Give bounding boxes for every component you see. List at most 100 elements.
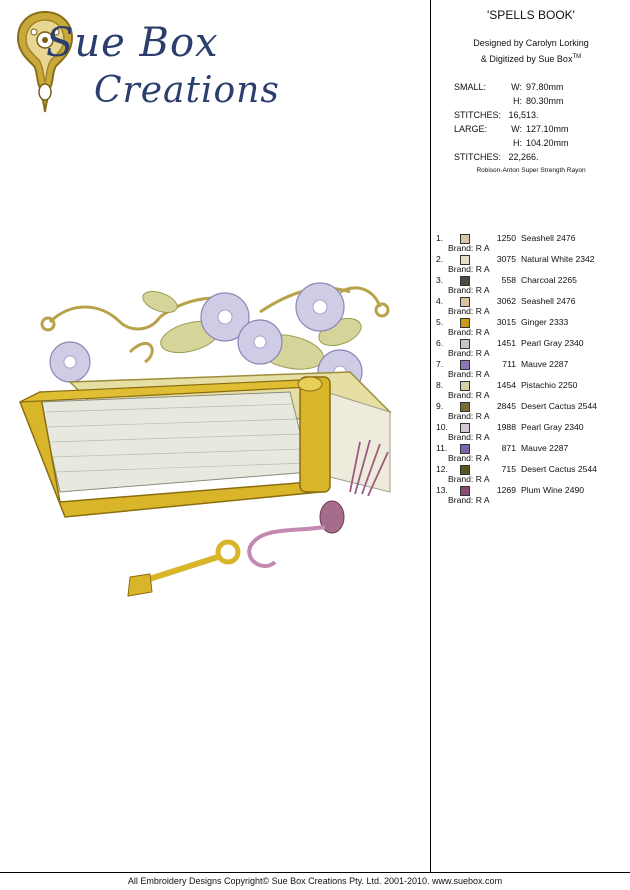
color-code: 711 <box>502 359 516 369</box>
color-number: 8. <box>436 380 444 390</box>
color-name: Pearl Gray 2340 <box>521 338 584 348</box>
brand-logo: Sue Box Creations <box>10 8 279 118</box>
color-brand: Brand: R A <box>448 306 490 316</box>
thread-brand: Robison-Anton Super Strength Rayon <box>476 167 586 174</box>
color-code: 3062 <box>496 296 516 306</box>
color-swatch <box>460 318 470 328</box>
color-swatch <box>460 276 470 286</box>
small-stitches-value: 16,513. <box>508 110 539 120</box>
large-h-label: H: <box>513 138 522 148</box>
color-number: 1. <box>436 233 444 243</box>
small-h-label: H: <box>513 96 522 106</box>
color-name: Pistachio 2250 <box>521 380 578 390</box>
color-swatch <box>460 234 470 244</box>
color-code: 1269 <box>496 485 516 495</box>
color-brand: Brand: R A <box>448 495 490 505</box>
copyright-footer: All Embroidery Designs Copyright© Sue Bo… <box>127 876 503 886</box>
color-code: 2845 <box>496 401 516 411</box>
color-swatch <box>460 444 470 454</box>
color-swatch <box>460 339 470 349</box>
color-name: Seashell 2476 <box>521 233 576 243</box>
color-number: 5. <box>436 317 444 327</box>
color-swatch <box>460 297 470 307</box>
color-code: 1451 <box>496 338 516 348</box>
color-brand: Brand: R A <box>448 243 490 253</box>
color-code: 1454 <box>496 380 516 390</box>
color-name: Desert Cactus 2544 <box>521 464 597 474</box>
digitizer-credit: & Digitized by Sue BoxTM <box>432 50 630 66</box>
small-height-value: 80.30mm <box>526 96 564 106</box>
divider-vertical <box>430 0 431 872</box>
color-number: 13. <box>436 485 448 495</box>
color-name: Seashell 2476 <box>521 296 576 306</box>
large-height-value: 104.20mm <box>526 138 569 148</box>
trademark-mark: TM <box>572 54 582 60</box>
color-name: Charcoal 2265 <box>521 275 577 285</box>
color-code: 558 <box>501 275 516 285</box>
color-code: 3015 <box>496 317 516 327</box>
large-w-label: W: <box>511 124 522 134</box>
color-brand: Brand: R A <box>448 348 490 358</box>
large-stitches-value: 22,266. <box>508 152 539 162</box>
color-swatch <box>460 402 470 412</box>
small-width-value: 97.80mm <box>526 82 564 92</box>
large-width-row: LARGE: W: 127.10mm <box>454 122 569 136</box>
small-stitches-row: STITCHES: 16,513. <box>454 108 569 122</box>
logo-ornament-icon <box>16 10 74 113</box>
large-label: LARGE: <box>454 124 488 134</box>
color-number: 6. <box>436 338 444 348</box>
small-width-row: SMALL: W: 97.80mm <box>454 80 569 94</box>
color-number: 3. <box>436 275 444 285</box>
color-name: Pearl Gray 2340 <box>521 422 584 432</box>
color-number: 12. <box>436 464 448 474</box>
digitizer-credit-text: & Digitized by Sue Box <box>480 54 573 64</box>
color-number: 10. <box>436 422 448 432</box>
color-code: 871 <box>501 443 516 453</box>
color-code: 1988 <box>496 422 516 432</box>
design-panel: Sue Box Creations <box>10 8 392 597</box>
color-number: 11. <box>436 443 448 453</box>
color-name: Mauve 2287 <box>521 443 569 453</box>
info-panel: 'SPELLS BOOK' Designed by Carolyn Lorkin… <box>432 0 630 872</box>
color-name: Natural White 2342 <box>521 254 595 264</box>
color-name: Ginger 2333 <box>521 317 569 327</box>
color-brand: Brand: R A <box>448 369 490 379</box>
color-swatch <box>460 465 470 475</box>
color-number: 7. <box>436 359 444 369</box>
large-stitches-label: STITCHES: <box>454 152 502 162</box>
spells-book-embroidery-image <box>19 282 392 597</box>
small-label: SMALL: <box>454 82 487 92</box>
large-width-value: 127.10mm <box>526 124 569 134</box>
color-code: 715 <box>501 464 516 474</box>
credits: Designed by Carolyn Lorking & Digitized … <box>432 36 630 66</box>
large-height-row: H: 104.20mm <box>454 136 569 150</box>
logo-text-sue-box: Sue Box <box>46 20 219 66</box>
designer-credit: Designed by Carolyn Lorking <box>473 38 589 48</box>
color-brand: Brand: R A <box>448 390 490 400</box>
color-name: Mauve 2287 <box>521 359 569 369</box>
design-title: 'SPELLS BOOK' <box>487 8 575 22</box>
small-height-row: H: 80.30mm <box>454 94 569 108</box>
color-number: 4. <box>436 296 444 306</box>
divider-horizontal <box>0 872 630 873</box>
color-number: 9. <box>436 401 444 411</box>
size-specs: SMALL: W: 97.80mm H: 80.30mm STITCHES: 16,5… <box>454 80 569 164</box>
color-swatch <box>460 486 470 496</box>
color-name: Desert Cactus 2544 <box>521 401 597 411</box>
color-code: 3075 <box>496 254 516 264</box>
color-swatch <box>460 360 470 370</box>
small-w-label: W: <box>511 82 522 92</box>
color-brand: Brand: R A <box>448 411 490 421</box>
